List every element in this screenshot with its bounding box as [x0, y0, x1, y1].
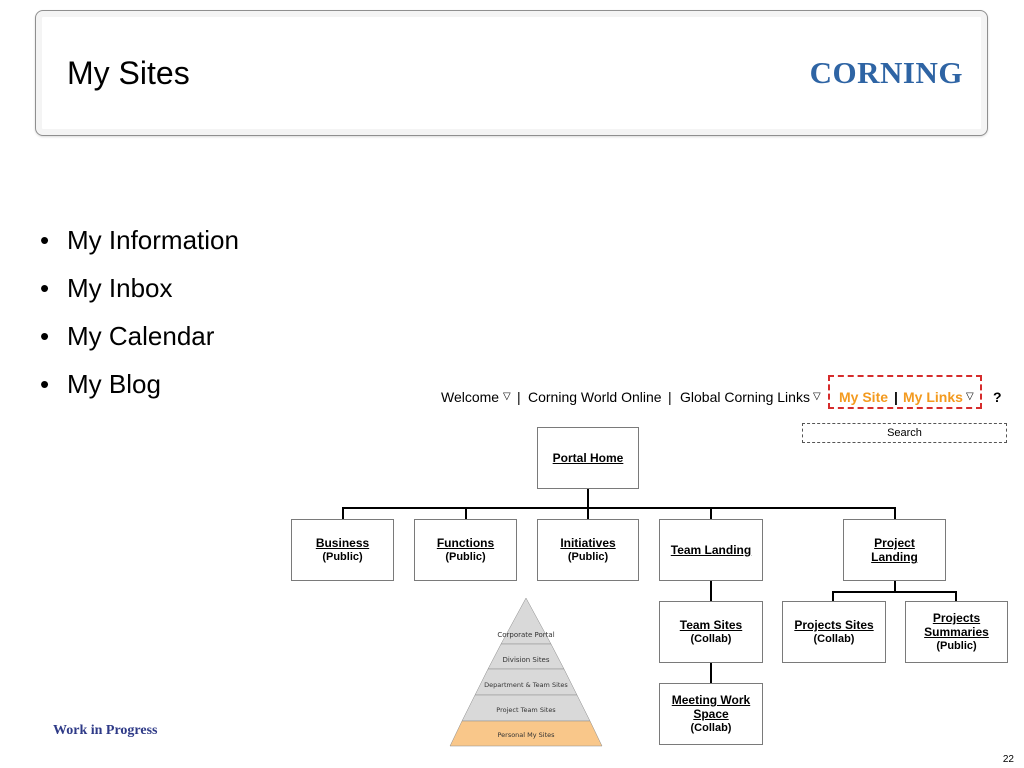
- box-sublabel: (Collab): [690, 633, 732, 645]
- box-label: Projects Sites: [794, 618, 874, 632]
- box-label: Meeting Work: [671, 693, 751, 707]
- connector-line: [465, 507, 467, 519]
- initiatives-box[interactable]: Initiatives (Public): [537, 519, 639, 581]
- pyramid-label: Department & Team Sites: [484, 681, 568, 689]
- projects-sites-box[interactable]: Projects Sites (Collab): [782, 601, 886, 663]
- chevron-down-icon: ▽: [503, 391, 511, 402]
- bullet-item: My Blog: [40, 366, 239, 414]
- box-sublabel: (Collab): [690, 722, 732, 734]
- nav-separator: |: [894, 389, 898, 405]
- connector-line: [587, 507, 589, 519]
- connector-line: [832, 591, 834, 601]
- chevron-down-icon: ▽: [966, 391, 974, 402]
- projects-summaries-box[interactable]: Projects Summaries (Public): [905, 601, 1008, 663]
- connector-line: [955, 591, 957, 601]
- box-label: Project: [874, 536, 915, 550]
- chevron-down-icon: ▽: [813, 391, 821, 402]
- connector-line: [894, 580, 896, 592]
- box-sublabel: (Public): [567, 551, 609, 563]
- pyramid-label: Division Sites: [502, 656, 549, 664]
- box-label: Portal Home: [552, 451, 624, 465]
- box-label: Space: [693, 707, 729, 721]
- connector-line: [342, 507, 896, 509]
- nav-my-links[interactable]: My Links: [903, 389, 963, 405]
- pyramid-label: Corporate Portal: [497, 631, 554, 639]
- footer-note: Work in Progress: [53, 723, 158, 738]
- box-sublabel: (Public): [936, 640, 977, 652]
- connector-line: [710, 580, 712, 601]
- help-icon[interactable]: ?: [993, 389, 1002, 405]
- page-title: My Sites: [67, 55, 190, 91]
- connector-line: [587, 489, 589, 508]
- functions-box[interactable]: Functions (Public): [414, 519, 517, 581]
- nav-separator: |: [517, 389, 521, 405]
- business-box[interactable]: Business (Public): [291, 519, 394, 581]
- meeting-workspace-box[interactable]: Meeting Work Space (Collab): [659, 683, 763, 745]
- box-sublabel: (Public): [445, 551, 486, 563]
- box-label: Summaries: [924, 625, 989, 639]
- connector-line: [832, 591, 956, 593]
- connector-line: [894, 507, 896, 519]
- nav-corning-world-online[interactable]: Corning World Online: [528, 389, 662, 405]
- box-label: Landing: [871, 550, 918, 564]
- box-label: Team Sites: [679, 618, 743, 632]
- box-sublabel: (Collab): [813, 633, 855, 645]
- box-label: Initiatives: [560, 536, 616, 550]
- team-sites-box[interactable]: Team Sites (Collab): [659, 601, 763, 663]
- pyramid-label: Personal My Sites: [497, 731, 555, 739]
- portal-home-box[interactable]: Portal Home: [537, 427, 639, 489]
- team-landing-box[interactable]: Team Landing: [659, 519, 763, 581]
- connector-line: [710, 662, 712, 683]
- box-label: Team Landing: [670, 543, 752, 557]
- connector-line: [342, 507, 344, 519]
- page-number: 22: [1002, 754, 1014, 765]
- connector-line: [710, 507, 712, 519]
- pyramid-tier-highlight: [449, 720, 603, 747]
- bullet-item: My Calendar: [40, 318, 239, 366]
- box-sublabel: (Public): [322, 551, 363, 563]
- title-bar: My Sites CORNING: [35, 10, 988, 136]
- highlight-box: [828, 375, 982, 409]
- box-label: Functions: [436, 536, 495, 550]
- bullet-item: My Information: [40, 222, 239, 270]
- nav-global-corning-links[interactable]: Global Corning Links: [680, 389, 810, 405]
- corning-logo: CORNING: [809, 55, 963, 90]
- nav-welcome[interactable]: Welcome: [441, 389, 500, 405]
- site-hierarchy-pyramid: Corporate Portal Division Sites Departme…: [449, 597, 603, 747]
- nav-my-site[interactable]: My Site: [839, 389, 889, 405]
- box-label: Business: [315, 536, 370, 550]
- box-label: Projects: [932, 611, 981, 625]
- nav-separator: |: [668, 389, 672, 405]
- search-box[interactable]: Search: [802, 423, 1007, 443]
- bullet-item: My Inbox: [40, 270, 239, 318]
- project-landing-box[interactable]: Project Landing: [843, 519, 946, 581]
- bullet-list: My Information My Inbox My Calendar My B…: [40, 222, 239, 414]
- pyramid-label: Project Team Sites: [496, 706, 556, 714]
